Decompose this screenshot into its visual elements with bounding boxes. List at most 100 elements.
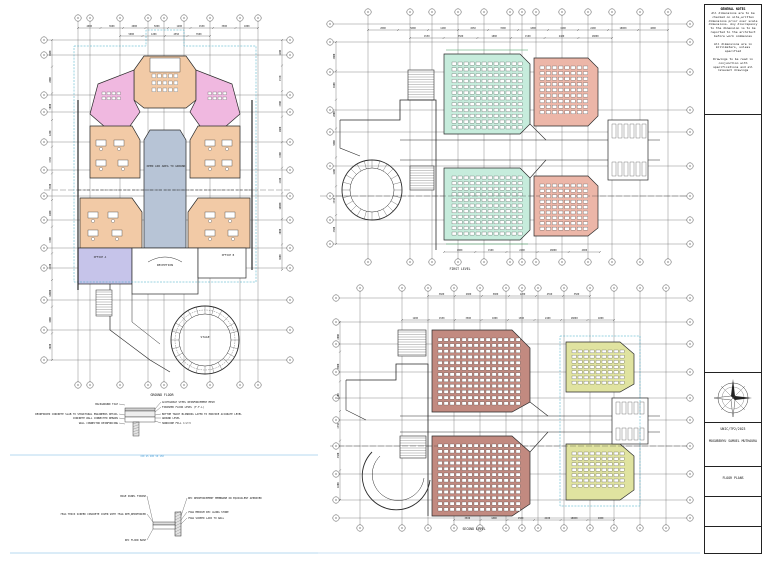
- first-level-walls: [320, 49, 690, 250]
- seat: [463, 220, 469, 225]
- seat: [619, 484, 625, 488]
- grid-bubble-dot: [329, 195, 331, 197]
- seat: [503, 461, 509, 465]
- rotunda-rib: [345, 174, 354, 180]
- seat: [503, 467, 509, 471]
- toilet-cubicle: [623, 161, 629, 177]
- grid-bubble-dot: [209, 17, 211, 19]
- seat: [497, 378, 503, 382]
- toilet-cubicle: [157, 87, 162, 92]
- seat: [437, 349, 443, 353]
- leader-line: [180, 517, 188, 525]
- dimension-tick: [408, 36, 412, 40]
- seat: [467, 384, 473, 388]
- grid-bubble-dot: [665, 527, 667, 529]
- grid-bubble-dot: [329, 165, 331, 167]
- seat: [595, 360, 601, 364]
- seat: [487, 85, 493, 89]
- seat: [467, 349, 473, 353]
- seat: [493, 226, 499, 230]
- seat: [473, 484, 479, 488]
- stage-rib: [180, 358, 187, 365]
- seat: [499, 61, 505, 66]
- grid-bubble-dot: [257, 384, 259, 386]
- seat: [589, 468, 595, 472]
- ground-floor-grid-bubbles: [40, 14, 294, 389]
- plan-label-second: SECOND LEVEL: [462, 527, 485, 531]
- seat: [515, 496, 521, 500]
- chair: [208, 219, 212, 223]
- dimension-label: 5000: [333, 140, 336, 146]
- seat: [437, 484, 443, 488]
- dimension-tick: [543, 36, 546, 40]
- dimension-label: 2400: [590, 27, 596, 30]
- seat: [461, 478, 467, 483]
- seat: [546, 65, 551, 70]
- toilet-cubicle: [635, 161, 641, 177]
- seat: [461, 467, 467, 471]
- seat: [546, 194, 551, 198]
- stage-rib: [223, 315, 230, 322]
- seat: [558, 105, 564, 109]
- grid-bubble-dot: [479, 527, 481, 529]
- seat: [463, 226, 469, 230]
- dimension-tick: [50, 92, 54, 95]
- seat: [552, 194, 557, 198]
- seat: [511, 73, 517, 77]
- dimension-tick: [280, 115, 284, 118]
- blank-panel: [705, 115, 761, 373]
- seat: [515, 349, 521, 353]
- seat: [595, 462, 601, 466]
- grid-bubble-dot: [289, 267, 291, 269]
- dimension-tick: [280, 166, 284, 169]
- seat: [577, 468, 583, 472]
- seat: [509, 461, 515, 465]
- section-callout: REINFORCED CONCRETE SLAB TO STRUCTURAL E…: [35, 412, 118, 416]
- seat: [552, 183, 557, 188]
- seat: [570, 216, 576, 220]
- rotunda-rib: [377, 211, 380, 220]
- seat: [503, 478, 509, 483]
- seat: [619, 473, 625, 477]
- seat: [479, 337, 485, 342]
- seat: [437, 478, 443, 483]
- seat: [505, 198, 511, 202]
- seat: [469, 231, 475, 236]
- seat: [493, 79, 499, 83]
- seat: [443, 401, 449, 406]
- leader-line: [154, 406, 162, 413]
- wing-seat: [106, 91, 111, 95]
- foundation-wall: [132, 421, 140, 437]
- dimension-tick: [507, 294, 511, 298]
- leader-line: [118, 403, 126, 406]
- seat: [449, 467, 455, 471]
- seat: [570, 227, 576, 231]
- seat: [509, 378, 515, 382]
- seat: [457, 73, 463, 77]
- seat: [473, 372, 479, 377]
- seat: [473, 390, 479, 394]
- seat: [461, 455, 467, 459]
- seat: [491, 461, 497, 465]
- seat: [595, 473, 601, 477]
- seat: [509, 490, 515, 494]
- seat: [503, 455, 509, 459]
- seat: [481, 209, 487, 213]
- seat: [485, 372, 491, 377]
- seat: [463, 125, 469, 130]
- toilet-cubicle: [633, 427, 639, 441]
- seat: [485, 443, 491, 448]
- seat: [437, 472, 443, 477]
- seat: [515, 355, 521, 359]
- seat: [509, 484, 515, 488]
- grid-bubble-dot: [289, 141, 291, 143]
- seat: [449, 443, 455, 448]
- seat: [613, 484, 619, 488]
- dimension-label: 2000: [337, 333, 340, 339]
- seat: [487, 192, 493, 197]
- seat: [461, 366, 467, 371]
- dimension-tick: [208, 34, 212, 38]
- seat: [589, 370, 595, 374]
